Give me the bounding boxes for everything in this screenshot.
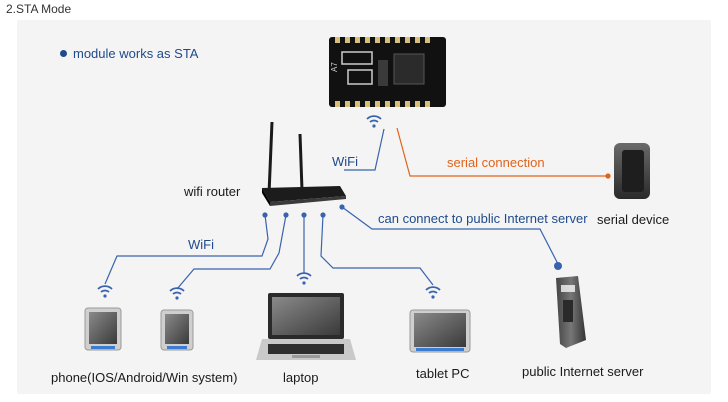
section-heading: 2.STA Mode [6,2,72,16]
link-dots [262,173,611,218]
phone-icon [84,307,122,351]
serial-device-icon [614,143,650,199]
internet-link-label: can connect to public Internet server [378,211,588,226]
internet-line [341,206,559,265]
bullet-dot [60,50,67,57]
wifi-top-label: WiFi [332,154,358,169]
wifi-icon [97,115,441,300]
wifi-module-board [329,37,446,107]
serial-device-label: serial device [597,212,670,227]
phone-label: phone(IOS/Android/Win system) [51,370,238,385]
tablet-label: tablet PC [416,366,470,381]
tablet-icon [409,309,471,353]
phone-icon-2 [160,309,194,351]
serial-connection-label: serial connection [447,155,545,170]
module-wifi-line [344,128,385,171]
server-label: public Internet server [522,364,644,379]
server-icon [556,276,586,348]
wifi-router-label: wifi router [184,184,241,199]
router-icon [262,121,346,206]
tablet-wifi-line [320,214,434,286]
serial-connection-line [396,127,608,177]
module-marking: A7 [330,62,339,72]
mode-note: module works as STA [60,46,198,61]
phone-wifi-line [104,214,269,285]
mode-note-text: module works as STA [73,46,199,61]
laptop-icon [256,293,356,360]
laptop-label: laptop [283,370,319,385]
phone2-wifi-line [176,214,287,290]
server-wifi-icon [554,262,562,270]
wifi-left-label: WiFi [188,237,214,252]
